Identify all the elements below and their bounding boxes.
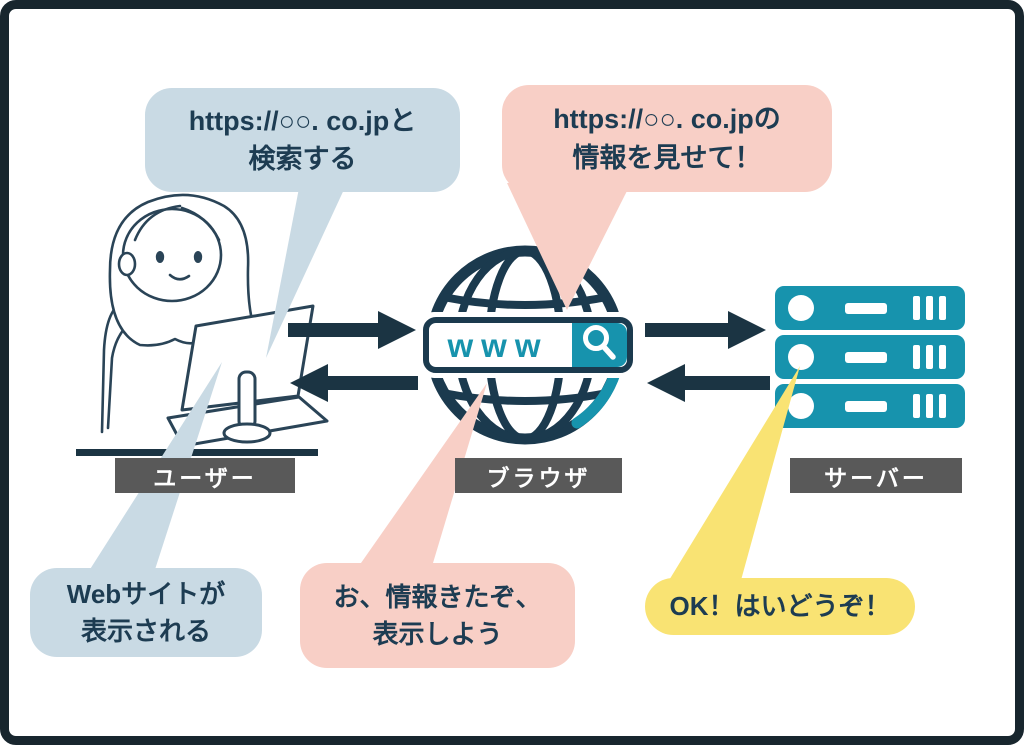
arrow-right-browser-to-server-icon [645,311,766,349]
bubble-text: 表示される [80,615,211,646]
arrow-right-user-to-browser-icon [288,311,416,349]
speech-tail-user-search [266,183,347,358]
bubble-text: Webサイトが [66,578,226,609]
bubble-text: OK！はいどうぞ！ [669,591,891,622]
speech-tail-server-reply [660,366,800,602]
bubble-browser-request: https://○○. co.jpの 情報を見せて！ [502,85,832,192]
browser-search-bar: www [418,312,638,378]
bubble-text: 検索する [248,144,357,174]
magnifier-icon [583,325,616,360]
label-text: ブラウザ [486,464,591,491]
bubble-website-displayed: Webサイトが 表示される [30,568,262,657]
bubble-browser-render: お、情報きたぞ、 表示しよう [300,563,575,668]
label-text: サーバー [824,464,928,491]
label-browser: ブラウザ [455,458,622,493]
arrow-left-server-to-browser-icon [647,364,770,402]
bubble-text: 表示しよう [372,618,503,649]
bubble-text: https://○○. co.jpと [188,105,417,136]
bubble-text: 情報を見せて！ [572,142,762,173]
bubble-user-search: https://○○. co.jpと 検索する [145,88,460,192]
arrow-left-browser-to-user-icon [290,364,418,402]
speech-tail-browser-request [507,183,631,310]
bubble-text: https://○○. co.jpの [553,104,781,135]
label-server: サーバー [790,458,962,493]
bubble-server-reply: OK！はいどうぞ！ [645,578,915,635]
bubble-text: お、情報きたぞ、 [333,581,542,612]
server-icon [775,286,965,428]
www-text: www [446,327,548,364]
label-user: ユーザー [115,458,295,493]
speech-tail-browser-render [347,383,487,583]
label-text: ユーザー [153,464,257,491]
